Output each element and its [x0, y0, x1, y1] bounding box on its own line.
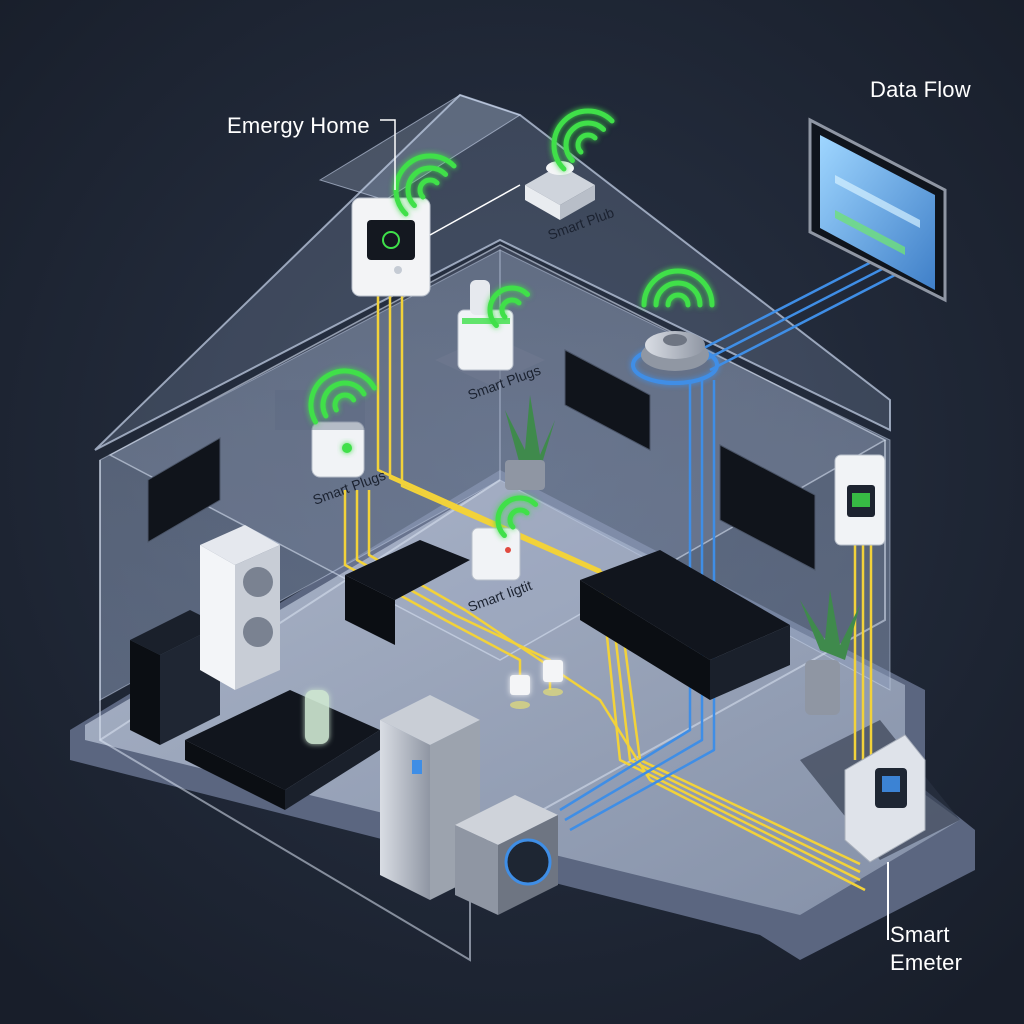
plants [505, 395, 860, 715]
thermostat-icon [351, 197, 431, 297]
wifi-icon [495, 495, 539, 539]
smart-meter-label-line1: Smart [890, 922, 950, 947]
heat-pump [455, 795, 558, 915]
home-label-leader [380, 119, 396, 190]
wifi-icon [393, 153, 457, 217]
wifi-icon [551, 108, 615, 172]
smart-meter-label: Smart Emeter [890, 921, 962, 977]
wall-meter [834, 454, 886, 546]
furniture [130, 540, 790, 810]
house-title-label: Emergy Home [227, 113, 370, 138]
smart-light-hub [471, 527, 521, 581]
wifi-icons [308, 108, 715, 539]
hub-icon [631, 331, 719, 385]
data-flow-label: Data Flow [870, 77, 971, 102]
air-conditioner [200, 525, 280, 690]
smart-meter-label-line2: Emeter [890, 950, 963, 975]
meter-icon [844, 734, 926, 940]
data-lines [559, 253, 896, 832]
smart-plug-center [435, 280, 545, 385]
thermostat-to-plug-arrow [429, 184, 521, 236]
televisions [147, 349, 816, 571]
wifi-icon [641, 268, 715, 308]
wifi-icon [487, 285, 531, 329]
wifi-icon [308, 368, 377, 425]
smart-plug-left [275, 390, 365, 478]
house-roof [94, 93, 891, 451]
hanging-lights [510, 660, 563, 709]
tablet-icon [808, 117, 947, 303]
